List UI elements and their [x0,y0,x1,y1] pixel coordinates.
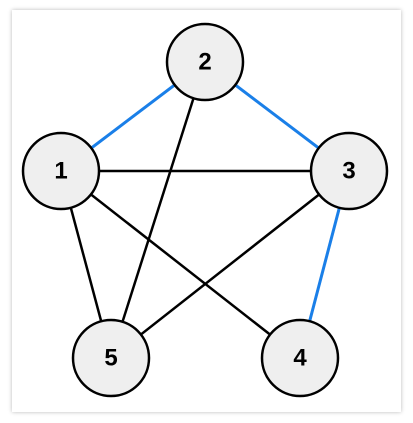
nodes-layer: 1 2 3 4 5 [21,22,389,398]
node-label-3: 3 [342,158,355,185]
node-circle-2 [165,22,245,102]
node-1: 1 [21,131,101,211]
node-5: 5 [71,318,151,398]
edge-2-5 [109,61,207,359]
node-label-1: 1 [54,158,67,185]
node-2: 2 [165,22,245,102]
edges-layer [59,60,351,359]
edge-1-4 [60,170,301,359]
node-label-5: 5 [104,345,117,372]
node-circle-1 [21,131,101,211]
node-circle-5 [71,318,151,398]
node-label-4: 4 [293,345,307,372]
node-label-2: 2 [198,49,211,76]
node-4: 4 [260,318,340,398]
edge-3-5 [110,170,350,359]
node-circle-3 [309,131,389,211]
node-circle-4 [260,318,340,398]
node-3: 3 [309,131,389,211]
